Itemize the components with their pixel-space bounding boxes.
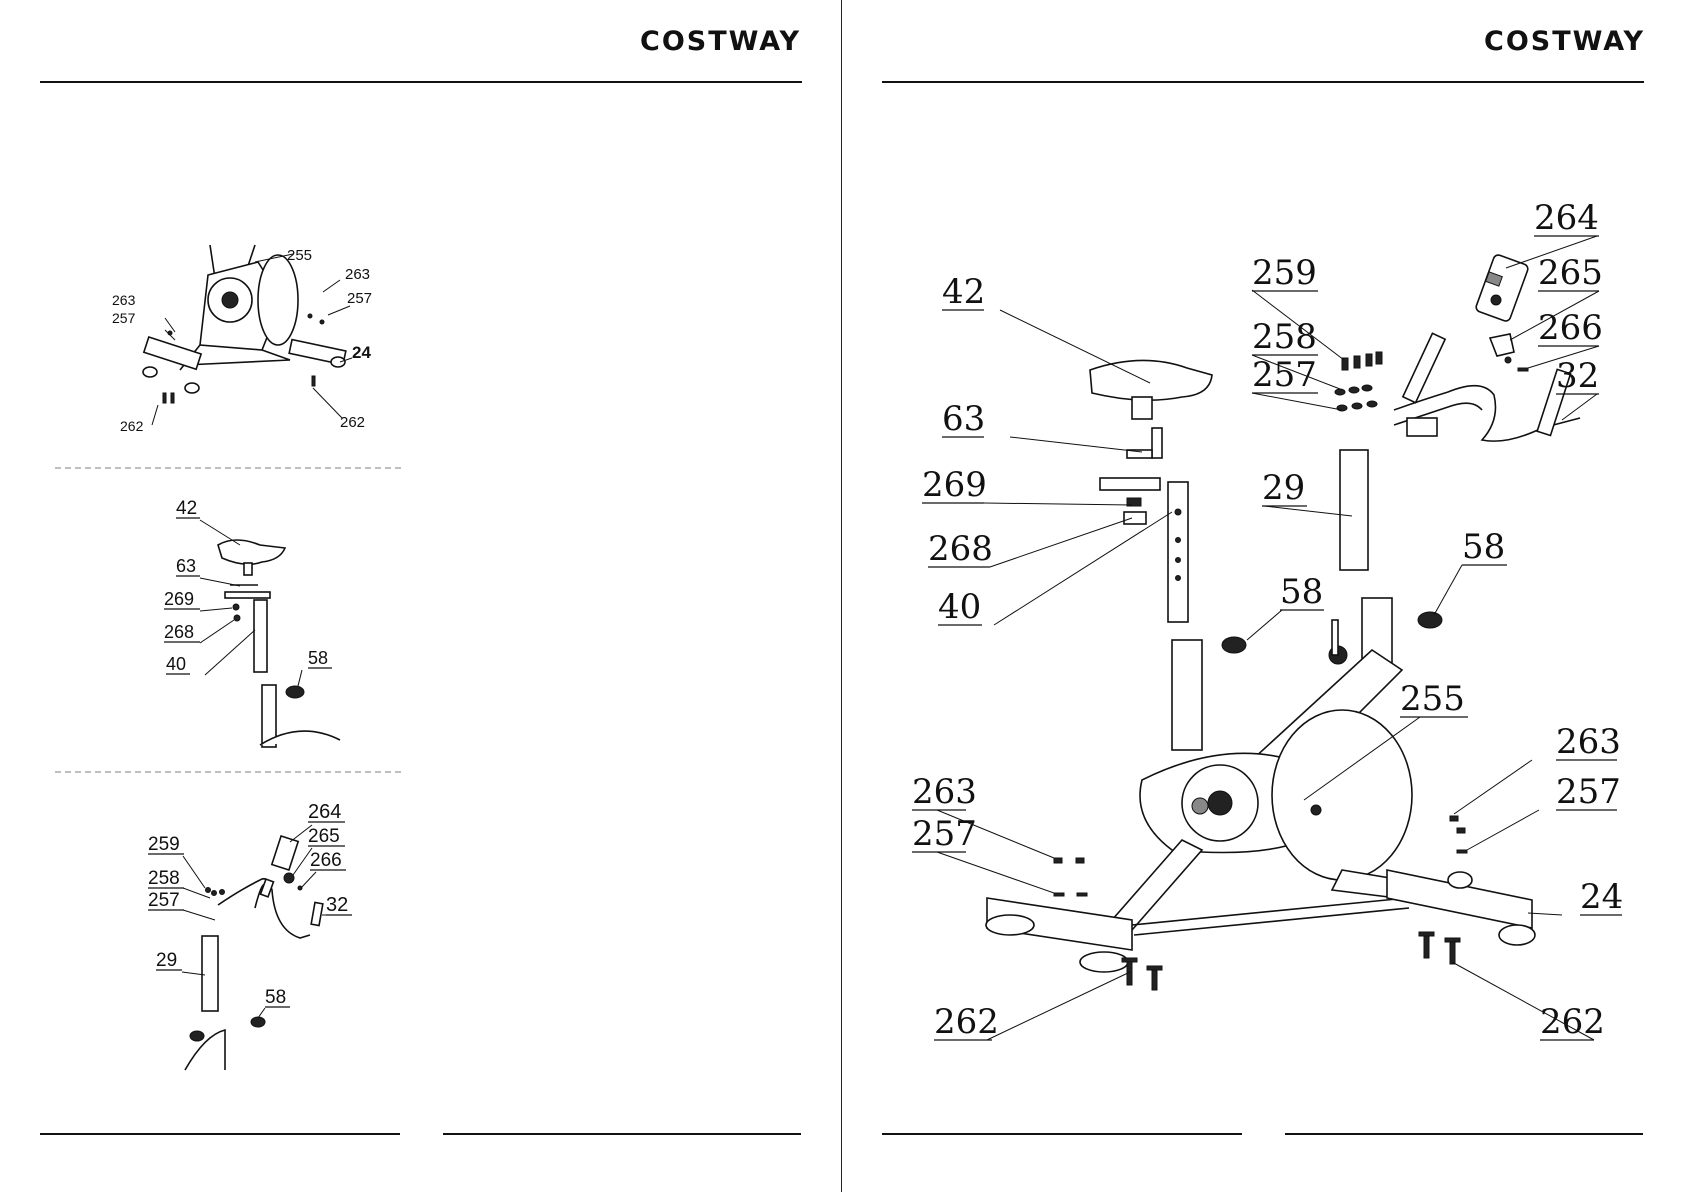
label-29: 29 [1262,468,1305,508]
step1-label-24: 24 [352,343,371,362]
step2-label-63: 63 [176,556,196,576]
label-257-left: 257 [912,814,977,854]
label-263-left: 263 [912,772,977,812]
label-264: 264 [1534,198,1599,238]
step2-label-269: 269 [164,589,194,609]
left-assembly-diagrams: 255 263 257 263 257 24 262 262 [0,0,842,1192]
label-58-left: 58 [1280,572,1323,612]
step3-label-259: 259 [148,834,180,855]
label-40: 40 [938,587,981,627]
step2-label-58: 58 [308,648,328,668]
console-parts [1475,254,1529,371]
label-262-left: 262 [934,1002,999,1042]
label-42: 42 [942,272,985,312]
step1-label-262-right: 262 [340,414,365,431]
label-269: 269 [922,465,987,505]
step3-label-29: 29 [156,950,177,971]
step2-seat-diagram: 42 63 269 268 40 58 [164,498,340,747]
label-262-right: 262 [1540,1002,1605,1042]
step1-label-263-right: 263 [345,266,370,283]
label-255: 255 [1400,679,1465,719]
step3-handlebar-diagram: 264 265 266 259 258 257 32 29 58 [148,801,352,1070]
label-24: 24 [1580,877,1623,917]
right-exploded-view-diagram: 264 259 265 42 258 266 257 32 63 269 29 … [842,0,1685,1192]
step3-label-265: 265 [308,826,340,847]
step3-label-266: 266 [310,850,342,871]
label-58-right: 58 [1462,527,1505,567]
label-63: 63 [942,399,985,439]
step3-label-32: 32 [326,894,348,916]
label-259: 259 [1252,253,1317,293]
label-258: 258 [1252,317,1317,357]
seat-parts [1090,360,1212,622]
step2-label-268: 268 [164,622,194,642]
label-257-handlebar: 257 [1252,355,1317,395]
step1-label-257-right: 257 [347,290,372,307]
right-manual-page: COSTWAY [842,0,1685,1192]
step3-label-58: 58 [265,987,286,1008]
step3-label-258: 258 [148,868,180,889]
handlebar-hardware [1335,352,1382,411]
label-265: 265 [1538,253,1603,293]
step1-label-262: 262 [120,418,144,434]
label-32: 32 [1556,356,1599,396]
handlebar-post [1340,450,1368,570]
label-263-right: 263 [1556,722,1621,762]
step1-label-257: 257 [112,310,136,326]
left-manual-page: COSTWAY [0,0,842,1192]
step1-label-263: 263 [112,292,136,308]
step3-label-264: 264 [308,801,341,823]
label-268: 268 [928,529,993,569]
handlebar-part [1394,333,1580,441]
bike-frame [986,598,1535,972]
step2-label-42: 42 [176,498,197,519]
label-257-right: 257 [1556,772,1621,812]
step1-label-255: 255 [287,247,312,264]
step1-frame-diagram: 255 263 257 263 257 24 262 262 [112,245,372,434]
step3-label-257: 257 [148,890,180,911]
label-266: 266 [1538,308,1603,348]
step2-label-40: 40 [166,654,186,674]
